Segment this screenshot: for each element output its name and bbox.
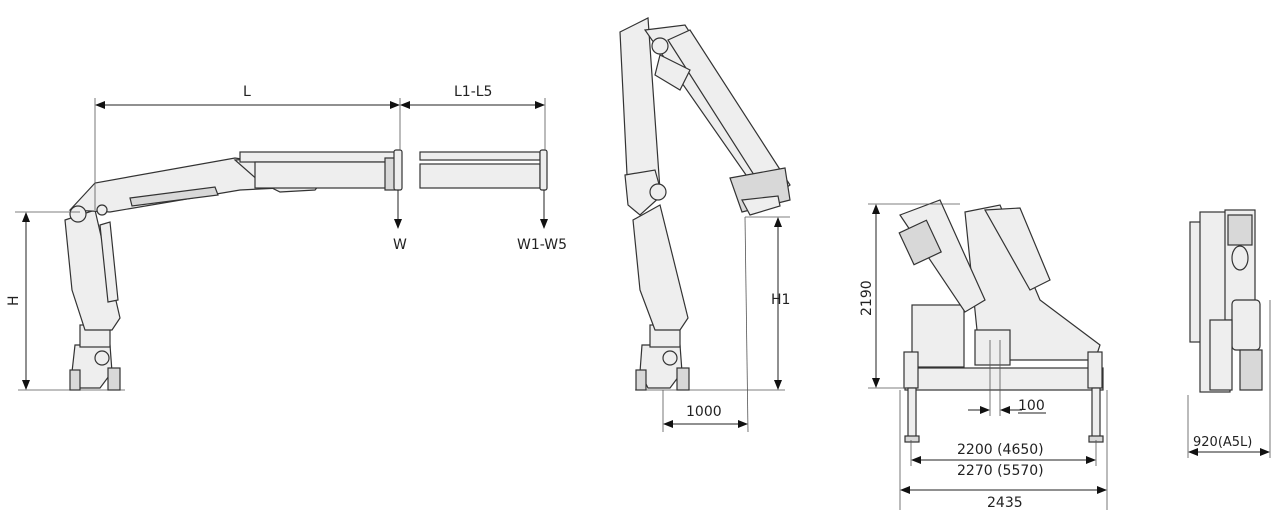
boom-extensions [419, 149, 548, 191]
folded-column [632, 204, 689, 331]
dim-L-label: L [243, 84, 251, 100]
dim-H1-label: H1 [771, 292, 790, 308]
folded-view: H1 1000 [619, 17, 791, 433]
dim-1000-label: 1000 [686, 404, 722, 420]
base-frame [904, 367, 1104, 391]
dim-2270-label: 2270 (5570) [957, 463, 1044, 479]
dim-920-label: 920(A5L) [1193, 435, 1252, 450]
side-view: L L1-L5 W W1-W5 H [6, 84, 567, 391]
outer-boom [239, 149, 403, 191]
load-W1-W5-label: W1-W5 [517, 237, 567, 253]
dim-2435-label: 2435 [987, 495, 1023, 511]
crane-base [69, 324, 121, 391]
load-W-label: W [393, 237, 407, 253]
folded-crane-base [635, 324, 690, 391]
front-view: 2190 100 2200 (4650) 2270 (5570) 2435 [859, 199, 1108, 511]
folded-outer-boom [643, 24, 791, 216]
dim-H-label: H [6, 295, 22, 306]
dim-L1-L5-label: L1-L5 [454, 84, 492, 100]
left-stabilizer [903, 351, 920, 443]
dim-2200-label: 2200 (4650) [957, 442, 1044, 458]
end-view: 920(A5L) [1187, 209, 1271, 458]
dim-100-label: 100 [1018, 398, 1045, 414]
right-stabilizer [1087, 351, 1104, 443]
oil-tank [911, 304, 965, 368]
dim-2190-label: 2190 [859, 280, 875, 316]
